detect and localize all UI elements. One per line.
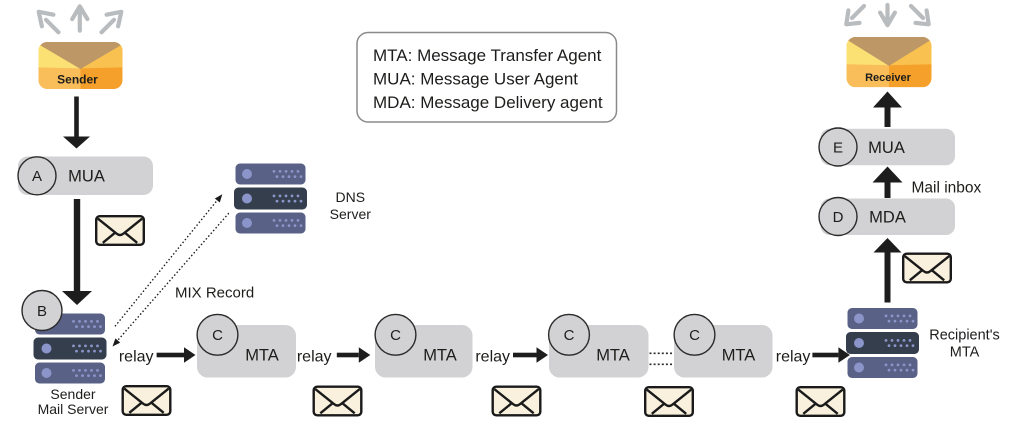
svg-text:MTA: MTA [596,347,630,365]
svg-text:relay: relay [119,349,154,366]
svg-text:MTA: MTA [245,347,279,365]
svg-text:MDA: MDA [869,208,906,226]
svg-text:relay: relay [776,349,811,366]
svg-text:C: C [564,327,575,344]
svg-text:Server: Server [330,206,372,222]
svg-text:E: E [833,139,843,156]
svg-text:MTA: Message Transfer Agent: MTA: Message Transfer Agent [373,46,602,65]
svg-text:MUA: MUA [68,168,105,186]
svg-text:B: B [37,303,47,320]
svg-text:MDA: Message Delivery agent: MDA: Message Delivery agent [373,93,603,112]
svg-text:Sender: Sender [57,72,98,86]
svg-text:MUA: MUA [868,139,905,157]
svg-text:Mail inbox: Mail inbox [912,179,982,196]
svg-text:MUA: Message User Agent: MUA: Message User Agent [373,70,578,89]
svg-text:DNS: DNS [336,189,366,205]
svg-text:MTA: MTA [950,345,980,361]
svg-text:Receiver: Receiver [865,72,912,84]
svg-text:C: C [212,327,223,344]
svg-text:relay: relay [297,349,332,366]
svg-text:MTA: MTA [423,347,457,365]
svg-text:D: D [833,209,844,226]
svg-text:MTA: MTA [722,347,756,365]
svg-text:MIX Record: MIX Record [175,285,254,302]
svg-text:C: C [689,327,700,344]
svg-text:Mail Server: Mail Server [38,401,109,417]
svg-text:C: C [390,327,401,344]
svg-text:A: A [32,168,42,185]
svg-text:Recipient's: Recipient's [929,328,999,344]
svg-text:Sender: Sender [50,386,95,402]
svg-text:relay: relay [475,349,510,366]
